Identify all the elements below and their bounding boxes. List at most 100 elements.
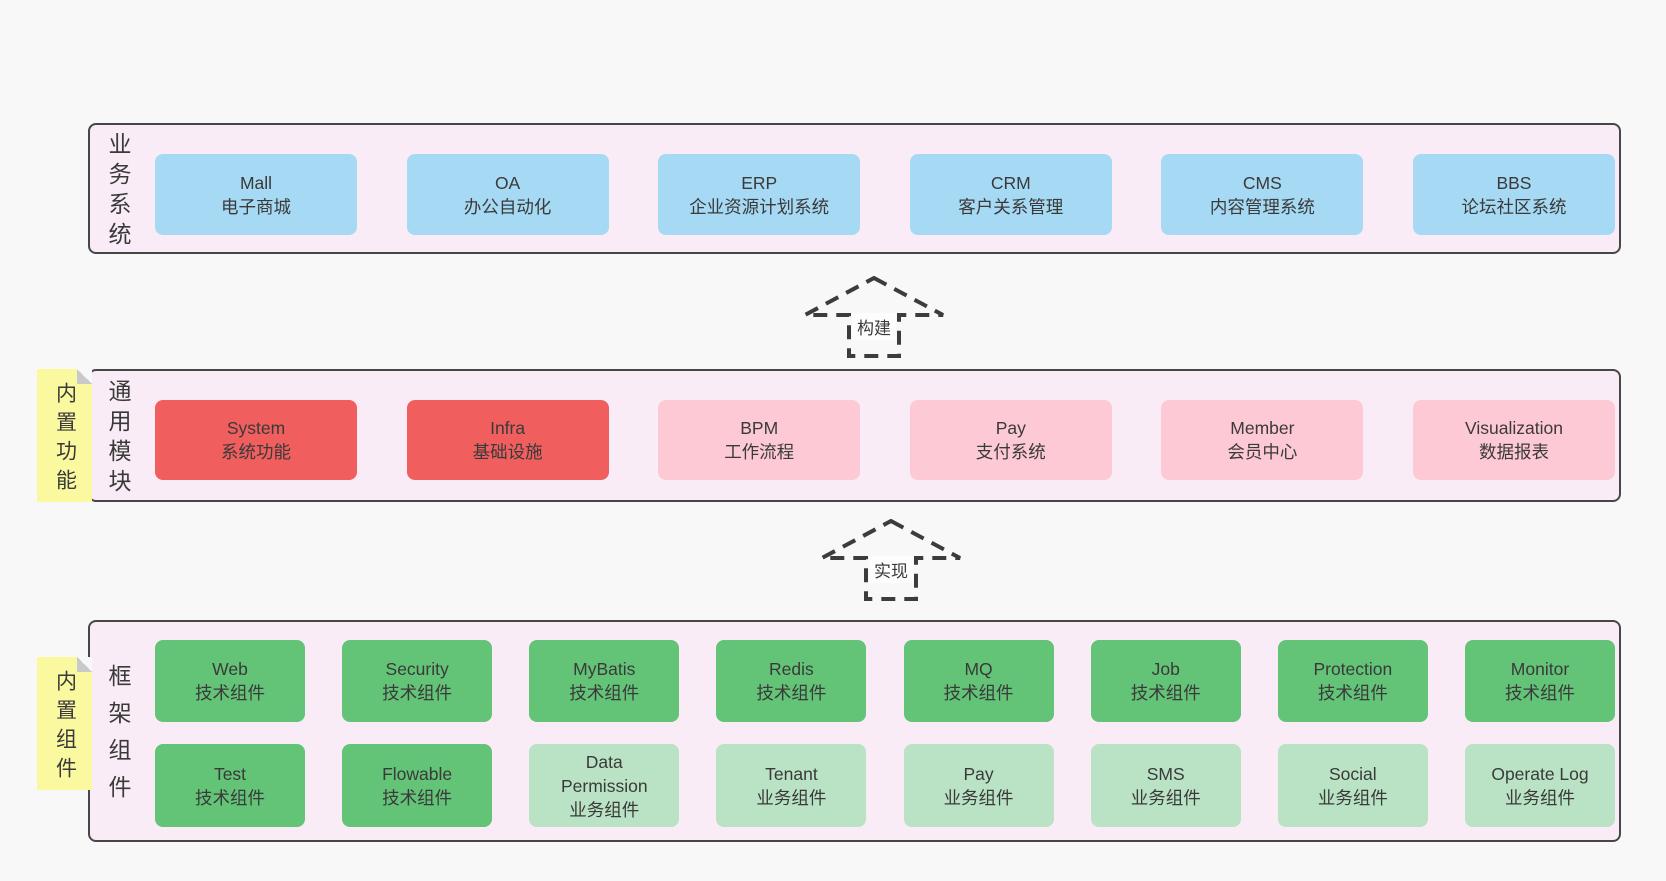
panel-framework-side-label: 框架组件: [105, 664, 131, 812]
box-subtitle: 基础设施: [472, 442, 543, 462]
box-title: BBS: [1496, 172, 1532, 193]
box-subtitle: 客户关系管理: [958, 196, 1064, 217]
panel-business-side-label: 业务系统: [105, 132, 131, 252]
box-subtitle: 支付系统: [975, 442, 1046, 462]
box-data-permission: Data Permission 业务组件: [529, 744, 680, 827]
modules-box-row: System 系统功能 Infra 基础设施 BPM 工作流程 Pay 支付系统…: [155, 400, 1615, 480]
box-subtitle: 办公自动化: [463, 196, 552, 217]
box-subtitle: 论坛社区系统: [1461, 196, 1567, 217]
box-title: Flowable: [382, 763, 453, 784]
box-subtitle: 业务组件: [1504, 787, 1575, 808]
box-subtitle: 技术组件: [1317, 683, 1388, 703]
box-title: Infra: [490, 418, 526, 438]
box-title: SMS: [1146, 763, 1185, 784]
box-subtitle: 技术组件: [195, 787, 265, 808]
box-title: Data Permission: [561, 751, 648, 796]
box-job: Job 技术组件: [1090, 640, 1241, 722]
sticky-tag-built-in-components: 内置组件: [37, 657, 92, 790]
panel-framework-components: 框架组件 Web 技术组件 Security 技术组件 MyBatis 技术组件…: [88, 620, 1621, 842]
box-subtitle: 技术组件: [1504, 683, 1575, 703]
box-subtitle: 技术组件: [382, 683, 453, 703]
arrow-up-icon: [804, 276, 944, 358]
box-bbs: BBS 论坛社区系统: [1412, 154, 1615, 235]
box-subtitle: 企业资源计划系统: [689, 196, 830, 217]
box-subtitle: 业务组件: [1317, 787, 1388, 808]
box-title: Tenant: [765, 763, 818, 784]
box-erp: ERP 企业资源计划系统: [658, 154, 861, 235]
box-title: CRM: [990, 172, 1031, 193]
box-subtitle: 业务组件: [1130, 787, 1201, 808]
box-title: Pay: [995, 418, 1026, 438]
box-subtitle: 业务组件: [756, 787, 827, 808]
box-subtitle: 技术组件: [382, 787, 453, 808]
box-title: Operate Log: [1491, 763, 1589, 784]
box-subtitle: 技术组件: [569, 683, 640, 703]
box-member: Member 会员中心: [1161, 400, 1364, 480]
implement-arrow-label: 实现: [869, 556, 913, 583]
framework-box-row-2: Test 技术组件 Flowable 技术组件 Data Permission …: [155, 744, 1615, 827]
box-title: Security: [385, 659, 449, 679]
box-title: Protection: [1313, 659, 1393, 679]
box-cms: CMS 内容管理系统: [1161, 154, 1364, 235]
business-box-row: Mall 电子商城 OA 办公自动化 ERP 企业资源计划系统 CRM 客户关系…: [155, 154, 1615, 235]
box-subtitle: 技术组件: [943, 683, 1014, 703]
box-title: Web: [212, 659, 248, 679]
box-social: Social 业务组件: [1277, 744, 1428, 827]
box-title: Visualization: [1465, 418, 1563, 438]
box-web: Web 技术组件: [155, 640, 305, 722]
box-subtitle: 会员中心: [1227, 442, 1298, 462]
box-mall: Mall 电子商城: [155, 154, 357, 235]
box-title: Pay: [963, 763, 994, 784]
box-subtitle: 系统功能: [221, 442, 291, 462]
box-mq: MQ 技术组件: [903, 640, 1054, 722]
box-title: BPM: [740, 418, 779, 438]
build-arrow: 构建: [803, 276, 945, 358]
framework-box-row-1: Web 技术组件 Security 技术组件 MyBatis 技术组件 Redi…: [155, 640, 1615, 722]
build-arrow-label: 构建: [852, 313, 896, 340]
box-system: System 系统功能: [155, 400, 357, 480]
box-title: MyBatis: [573, 659, 636, 679]
arrow-up-icon: [821, 519, 961, 601]
box-oa: OA 办公自动化: [406, 154, 609, 235]
box-visualization: Visualization 数据报表: [1412, 400, 1615, 480]
box-pay-component: Pay 业务组件: [903, 744, 1054, 827]
panel-business-systems: 业务系统 Mall 电子商城 OA 办公自动化 ERP 企业资源计划系统 CRM…: [88, 123, 1621, 254]
box-title: OA: [494, 172, 521, 193]
box-monitor: Monitor 技术组件: [1464, 640, 1615, 722]
box-subtitle: 技术组件: [195, 683, 265, 703]
sticky-tag-built-in-features: 内置功能: [37, 369, 92, 502]
box-test: Test 技术组件: [155, 744, 305, 827]
box-subtitle: 业务组件: [943, 787, 1014, 808]
box-subtitle: 数据报表: [1478, 442, 1549, 462]
box-subtitle: 技术组件: [756, 683, 827, 703]
box-tenant: Tenant 业务组件: [716, 744, 867, 827]
box-title: Social: [1329, 763, 1377, 784]
box-title: Test: [213, 763, 247, 784]
box-flowable: Flowable 技术组件: [342, 744, 493, 827]
box-subtitle: 业务组件: [569, 799, 640, 820]
box-security: Security 技术组件: [342, 640, 493, 722]
implement-arrow: 实现: [820, 519, 962, 601]
box-mybatis: MyBatis 技术组件: [529, 640, 680, 722]
box-sms: SMS 业务组件: [1090, 744, 1241, 827]
box-redis: Redis 技术组件: [716, 640, 867, 722]
box-title: Redis: [769, 659, 814, 679]
box-infra: Infra 基础设施: [406, 400, 609, 480]
box-title: CMS: [1242, 172, 1282, 193]
box-title: MQ: [964, 659, 993, 679]
box-title: Mall: [239, 172, 273, 193]
box-protection: Protection 技术组件: [1277, 640, 1428, 722]
box-title: Member: [1230, 418, 1295, 438]
box-title: Monitor: [1510, 659, 1570, 679]
box-bpm: BPM 工作流程: [658, 400, 861, 480]
box-title: Job: [1151, 659, 1180, 679]
panel-modules-side-label: 通用模块: [105, 379, 131, 499]
box-pay: Pay 支付系统: [909, 400, 1112, 480]
box-subtitle: 电子商城: [221, 196, 291, 217]
box-operate-log: Operate Log 业务组件: [1464, 744, 1615, 827]
box-title: System: [226, 418, 286, 438]
box-title: ERP: [741, 172, 778, 193]
box-subtitle: 内容管理系统: [1209, 196, 1315, 217]
box-crm: CRM 客户关系管理: [909, 154, 1112, 235]
